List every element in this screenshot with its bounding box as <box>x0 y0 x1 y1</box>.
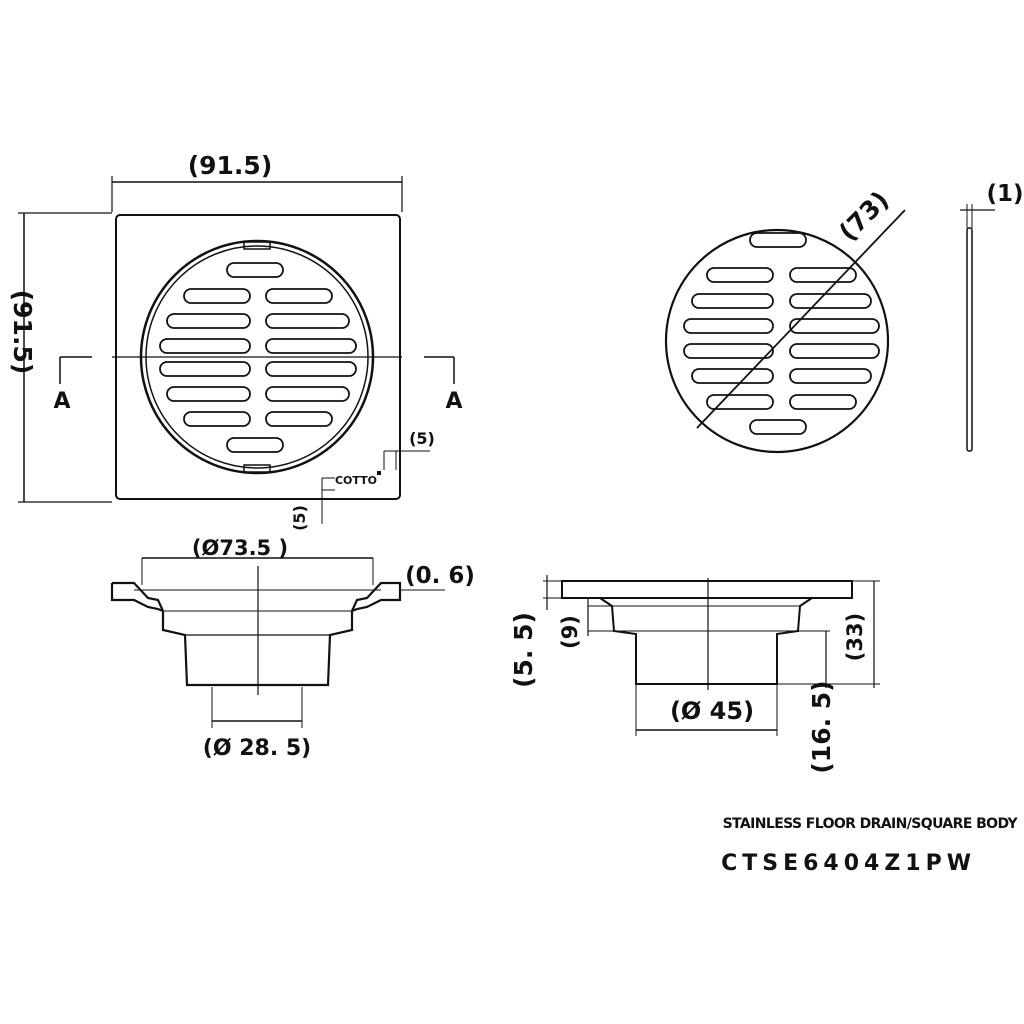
slot <box>691 368 774 384</box>
top-diameter-dim-label: (Ø73.5 ) <box>192 536 288 560</box>
slot <box>166 313 251 329</box>
body-diameter-dim-label: (Ø 45) <box>670 697 754 725</box>
slot <box>226 437 284 453</box>
top-view-slots <box>159 262 357 453</box>
slot <box>789 318 880 334</box>
grate-detail-outline <box>664 228 890 454</box>
slot <box>265 288 333 304</box>
slot <box>265 338 357 354</box>
slot <box>749 232 807 248</box>
slot <box>789 368 872 384</box>
thickness-dim-label: (1) <box>986 181 1023 207</box>
slot <box>265 313 350 329</box>
brand-logo: COTTO <box>335 474 377 487</box>
drain-body-outline <box>110 581 402 687</box>
side-view: (Ø73.5 ) (0. 6) (Ø 28. 5) <box>110 536 475 761</box>
logo-dim-bottom-label: (5) <box>290 505 309 531</box>
product-name: STAINLESS FLOOR DRAIN/SQUARE BODY <box>723 816 1019 832</box>
logo-dim-right-label: (5) <box>409 429 435 448</box>
flange-height-dim-label: (5. 5) <box>509 612 538 688</box>
flange-dim-label: (0. 6) <box>405 563 475 589</box>
slot <box>749 419 807 435</box>
slot <box>789 343 880 359</box>
slot <box>789 293 872 309</box>
slot <box>159 361 251 377</box>
slot <box>183 288 251 304</box>
title-block: STAINLESS FLOOR DRAIN/SQUARE BODY CTSE64… <box>721 816 1019 876</box>
height-dim-label: (91.5) <box>8 290 37 375</box>
slot <box>265 361 357 377</box>
slot <box>789 394 857 410</box>
slot <box>265 386 350 402</box>
diameter-dim-label: (73) <box>833 185 894 246</box>
section-label-left: A <box>53 389 70 414</box>
model-code: CTSE6404Z1PW <box>721 851 976 876</box>
grate-profile <box>966 227 973 452</box>
slot <box>183 411 251 427</box>
slot <box>265 411 333 427</box>
slot <box>159 338 251 354</box>
logo-mark <box>377 471 381 475</box>
slot <box>691 293 774 309</box>
diameter-dim-line <box>696 209 906 429</box>
slot <box>166 386 251 402</box>
slot <box>789 267 857 283</box>
grate-top-tab <box>243 241 271 250</box>
grate-view: (73) (1) <box>664 181 1024 454</box>
outlet-diameter-dim-label: (Ø 28. 5) <box>203 736 311 761</box>
slot <box>706 267 774 283</box>
outlet-height-dim-label: (16. 5) <box>807 680 836 773</box>
slot <box>226 262 284 278</box>
grate-detail-slots <box>683 232 880 435</box>
slot <box>683 343 774 359</box>
width-dim-label: (91.5) <box>188 151 273 180</box>
slot <box>706 394 774 410</box>
section-flange <box>561 580 853 599</box>
total-height-dim-label: (33) <box>843 613 867 661</box>
step-dim-label: (9) <box>558 615 582 649</box>
slot <box>683 318 774 334</box>
top-view: (91.5) (91.5) A A <box>8 151 463 531</box>
section-body-outline <box>599 597 813 685</box>
grate-bottom-tab <box>243 464 271 473</box>
section-label-right: A <box>445 389 462 414</box>
section-view: (5. 5) (9) (33) (16. 5) (Ø 45) <box>509 575 880 774</box>
